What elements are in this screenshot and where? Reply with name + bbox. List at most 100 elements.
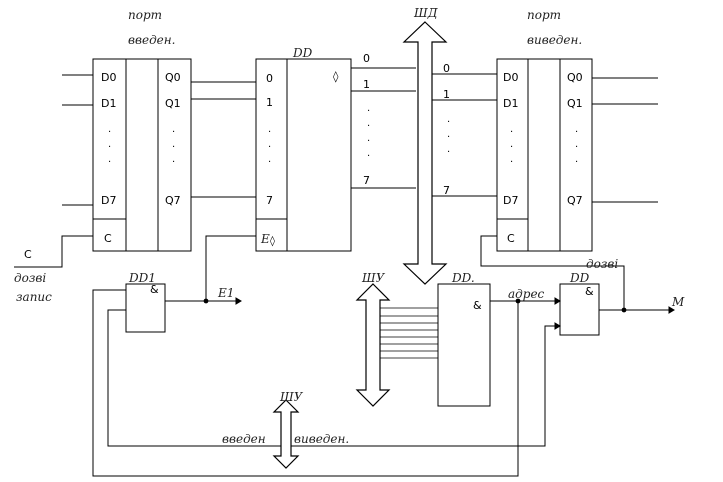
svg-text:.: . (172, 124, 175, 135)
out-port-ellipsis: ... ... (510, 124, 578, 165)
data-bus-label: ШД (413, 6, 438, 20)
gate-dd-right-and: & (585, 285, 594, 298)
svg-text:.: . (108, 139, 111, 150)
svg-text:.: . (575, 139, 578, 150)
out-port-pin-q1: Q1 (567, 97, 583, 110)
out-port-pin-d7: D7 (503, 194, 518, 207)
in-port-pin-q7: Q7 (165, 194, 181, 207)
read-signal-label: введен (222, 432, 266, 446)
decoder-arrowhead (554, 297, 561, 305)
in-port-ellipsis: ... ... (108, 124, 175, 165)
svg-text:.: . (367, 103, 370, 114)
junction-e1 (203, 298, 209, 304)
junction-gate-out (621, 307, 627, 313)
in-port-pin-d0: D0 (101, 71, 116, 84)
gate-out-label: M (671, 295, 685, 309)
gate-dd1 (125, 283, 166, 333)
e1-label: E1 (217, 286, 234, 300)
in-port-pin-q1: Q1 (165, 97, 181, 110)
svg-text:.: . (575, 124, 578, 135)
svg-text:.: . (510, 139, 513, 150)
input-port-subtitle: введен. (128, 33, 176, 47)
write-arrowhead (554, 322, 561, 330)
svg-text:.: . (575, 154, 578, 165)
svg-text:.: . (268, 124, 271, 135)
svg-text:.: . (510, 154, 513, 165)
wire-decoder-return (92, 289, 519, 477)
output-port-subtitle: виведен. (527, 33, 582, 47)
svg-text:.: . (367, 133, 370, 144)
svg-text:.: . (268, 139, 271, 150)
in-port-pin-d1: D1 (101, 97, 116, 110)
out-bit-1: 1 (443, 88, 450, 101)
buffer-pin-1: 1 (266, 96, 273, 109)
svg-text:.: . (447, 129, 450, 140)
control-bus-label: ШУ (279, 390, 304, 404)
clock-input-letter: C (24, 248, 32, 261)
svg-text:.: . (268, 154, 271, 165)
in-port-pin-q0: Q0 (165, 71, 181, 84)
gate-dd1-and: & (150, 283, 159, 296)
address-decoder-label: DD. (451, 271, 475, 285)
buffer-label: DD (292, 46, 313, 60)
bus-bit-7: 7 (363, 174, 370, 187)
out-port-pin-q0: Q0 (567, 71, 583, 84)
in-wire-clock (14, 235, 93, 268)
in-port-pin-c: C (104, 232, 112, 245)
address-decoder (437, 283, 491, 407)
input-port-register (92, 58, 192, 252)
address-bus-label: ШУ (361, 271, 386, 285)
buffer-ellipsis: ... .... (268, 103, 370, 165)
gate-dd-right-label: DD (569, 271, 590, 285)
in-port-pin-d7: D7 (101, 194, 116, 207)
output-port-register (496, 58, 593, 252)
buffer-enable-pin: E (260, 232, 270, 246)
buffer-pin-0: 0 (266, 72, 273, 85)
output-port-title: порт (527, 8, 561, 22)
svg-text:.: . (172, 154, 175, 165)
out-bit-0: 0 (443, 62, 450, 75)
svg-text:.: . (367, 148, 370, 159)
bus-bit-0: 0 (363, 52, 370, 65)
address-bus-arrow (355, 283, 391, 407)
address-decoder-and: & (473, 299, 482, 312)
data-bus-arrow (402, 21, 448, 285)
svg-text:.: . (108, 124, 111, 135)
control-bus-arrow (272, 399, 300, 469)
out-port-pin-c: C (507, 232, 515, 245)
wire-out-port-clock (480, 235, 625, 310)
address-bus-lines (380, 307, 438, 359)
gate-dd1-label: DD1 (128, 271, 156, 285)
bus-bit-1: 1 (363, 78, 370, 91)
out-port-pin-d0: D0 (503, 71, 518, 84)
wire-write (291, 325, 556, 447)
buffer-enable-mark: ◊ (270, 235, 275, 247)
svg-text:.: . (172, 139, 175, 150)
input-port-title: порт (128, 8, 162, 22)
out-bit-7: 7 (443, 184, 450, 197)
buffer-body (255, 58, 352, 252)
e1-arrowhead (235, 297, 242, 305)
input-port-body (92, 58, 192, 252)
tristate-buffer (255, 58, 352, 252)
out-port-pin-q7: Q7 (567, 194, 583, 207)
tristate-mark: ◊ (333, 70, 339, 83)
svg-text:.: . (108, 154, 111, 165)
out-bus-ellipsis: ... (447, 114, 450, 155)
svg-text:.: . (447, 114, 450, 125)
buffer-pin-7: 7 (266, 194, 273, 207)
output-port-body (496, 58, 593, 252)
gate-out-arrowhead (668, 306, 675, 314)
read-enable-label: дозві (586, 257, 618, 271)
svg-text:.: . (367, 118, 370, 129)
svg-text:.: . (447, 144, 450, 155)
svg-text:.: . (510, 124, 513, 135)
write-signal-label: виведен. (294, 432, 349, 446)
write-enable-label-2: запис (16, 290, 52, 304)
wire-read (107, 309, 281, 447)
write-enable-label: дозві (14, 271, 46, 285)
address-label: адрес (508, 287, 545, 301)
out-port-pin-d1: D1 (503, 97, 518, 110)
wire-dd1-to-enable (165, 235, 256, 302)
